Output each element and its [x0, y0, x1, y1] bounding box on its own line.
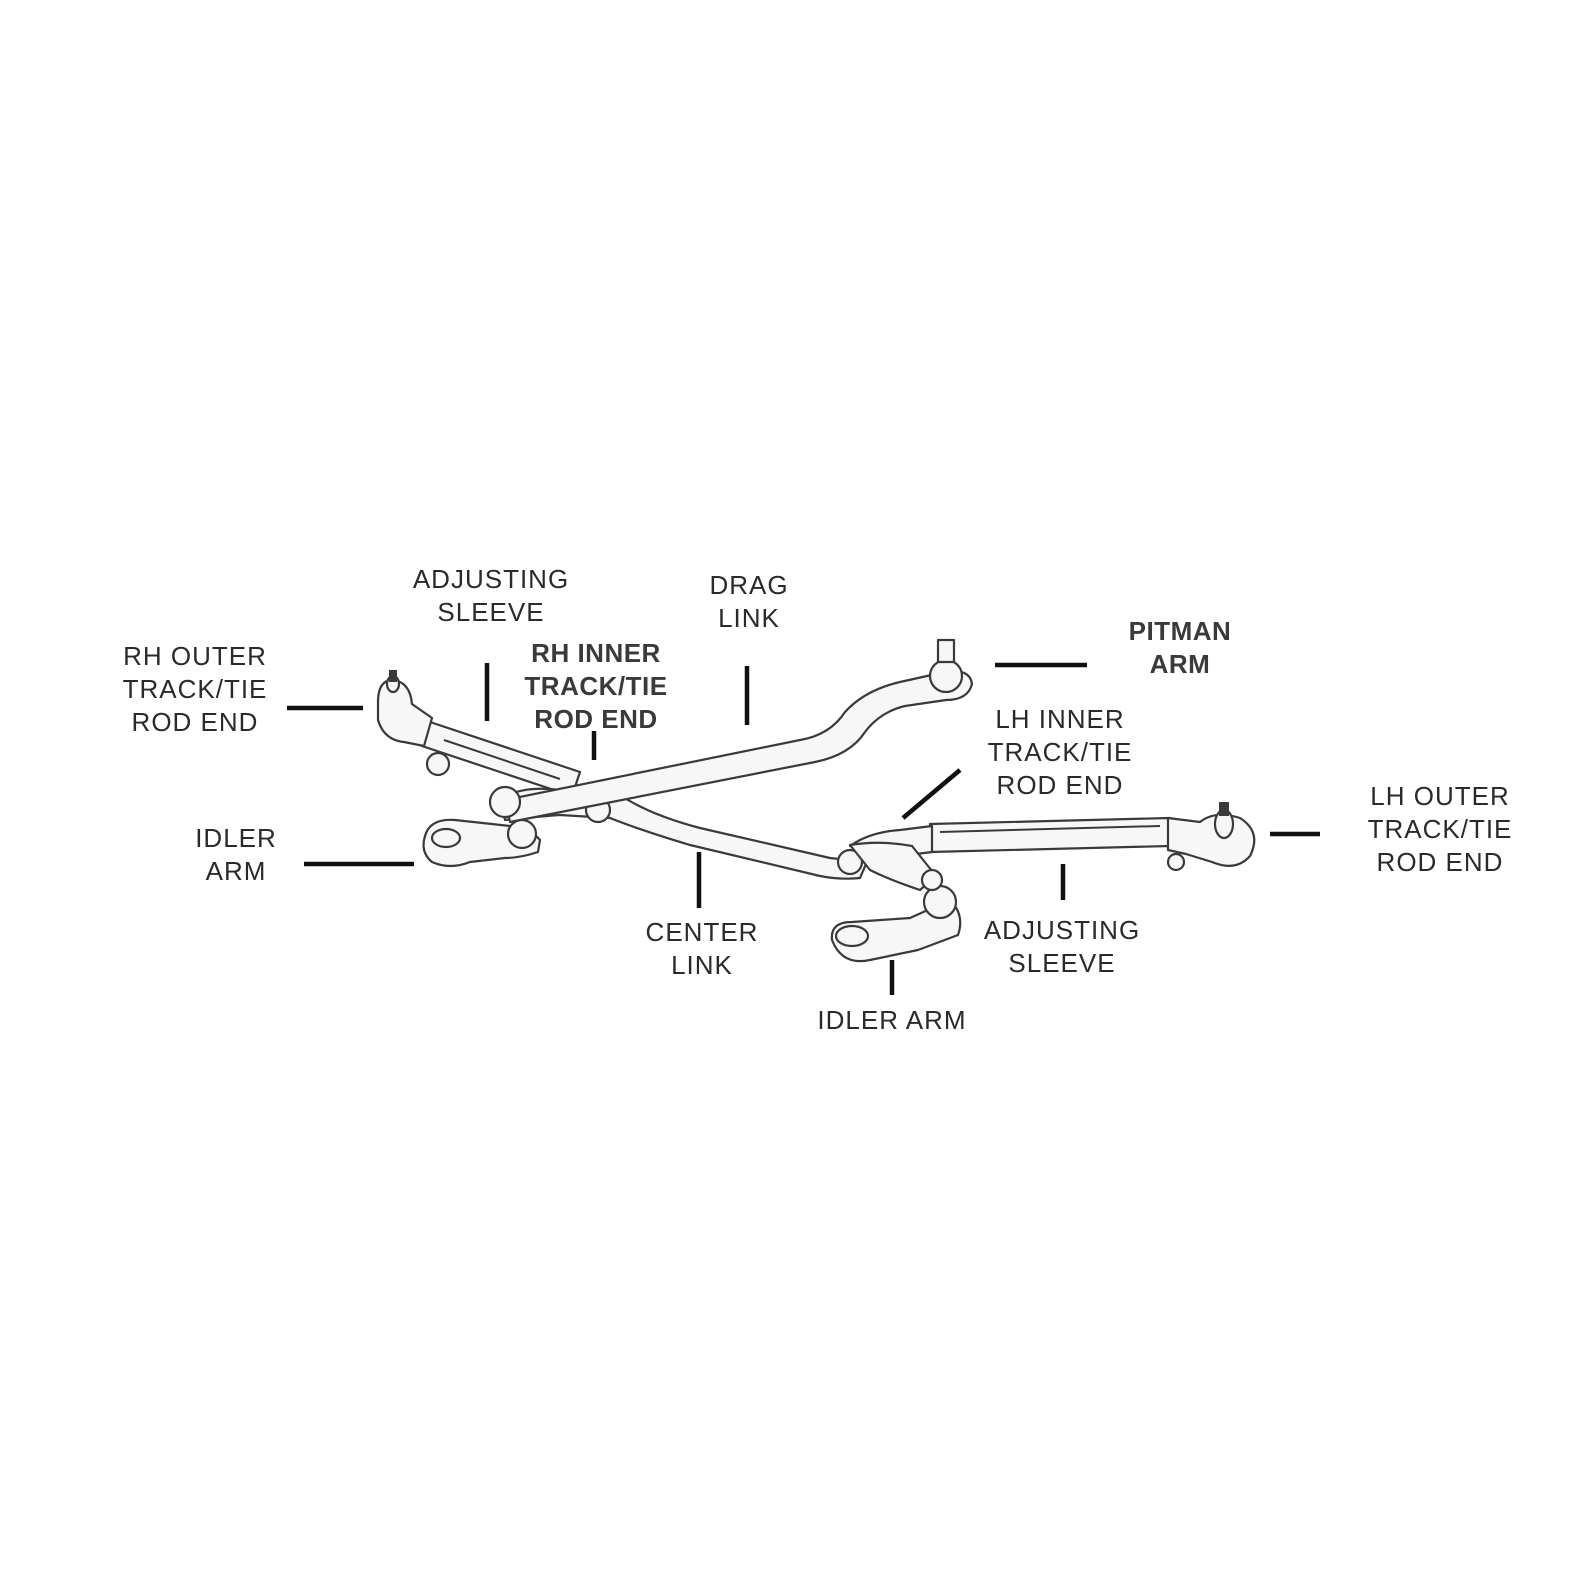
- idler-arm-bottom-shape: [830, 841, 962, 963]
- label-idler-arm-bottom: IDLER ARM: [817, 1005, 967, 1035]
- label-rh-outer-track-tie-rod-end: RH OUTER TRACK/TIE ROD END: [122, 641, 268, 737]
- rh-outer-rod-end-shape: [376, 678, 434, 748]
- idler-arm-left-shape: [422, 818, 542, 868]
- label-idler-arm-left: IDLER ARM: [195, 823, 277, 886]
- lh-adjusting-sleeve-shape: [928, 816, 1172, 854]
- label-center-link: CENTER LINK: [645, 917, 759, 980]
- leader-lines: [287, 662, 1320, 995]
- center-link-shape: [498, 787, 874, 880]
- label-pitman-arm: PITMAN ARM: [1128, 616, 1232, 679]
- label-adjusting-sleeve-lh: ADJUSTING SLEEVE: [983, 915, 1141, 978]
- label-adjusting-sleeve-rh: ADJUSTING SLEEVE: [412, 564, 570, 627]
- label-lh-outer-track-tie-rod-end: LH OUTER TRACK/TIE ROD END: [1367, 781, 1513, 877]
- label-drag-link: DRAG LINK: [709, 570, 789, 633]
- drag-link-shape: [488, 638, 974, 824]
- label-rh-inner-track-tie-rod-end: RH INNER TRACK/TIE ROD END: [524, 638, 668, 734]
- leader-lh-inner: [901, 768, 962, 820]
- label-lh-inner-track-tie-rod-end: LH INNER TRACK/TIE ROD END: [987, 704, 1133, 800]
